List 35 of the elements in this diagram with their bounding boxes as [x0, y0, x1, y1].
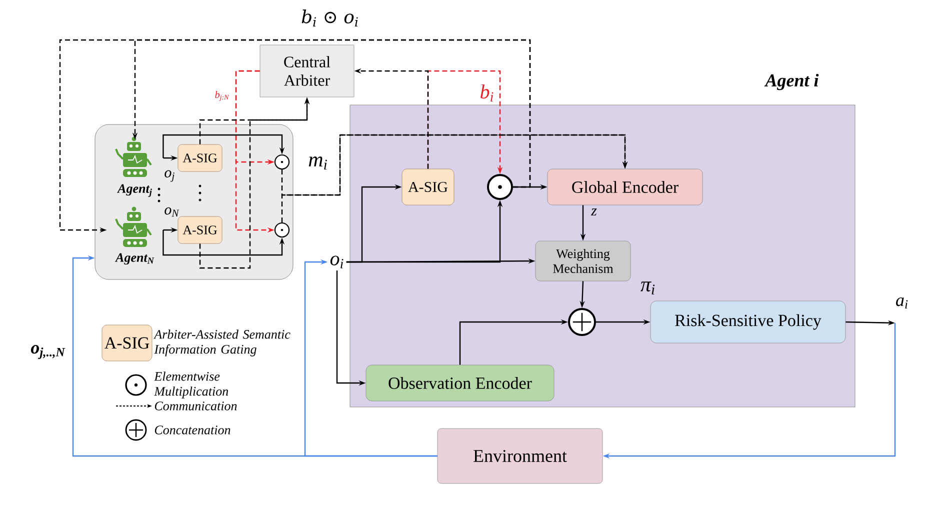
environment-box: Environment [437, 428, 603, 484]
arrow [281, 134, 628, 222]
arbiter-box: Central Arbiter [260, 44, 354, 98]
robot-agent: Agent$_{j}$ [115, 136, 152, 197]
legend-text: Arbiter-Assisted Semantic Information Gating [154, 330, 290, 356]
asig-box: A-SIG [178, 144, 222, 172]
node-label: Agent$_{j}$ [116, 184, 152, 197]
encoder-box: Observation Encoder [366, 364, 554, 402]
edge-label: m$_{i}$ [307, 156, 329, 170]
input-label: o$_{i}$ [330, 256, 344, 268]
symbol-label: o$_{N}$ [164, 207, 180, 217]
edge-label: z [590, 208, 598, 216]
node-label: Agent i [764, 74, 819, 90]
symbol-label: o$_{j,..,N}$ [30, 345, 66, 359]
multiply-symbol [274, 154, 290, 170]
edge-label: b$_{j:N}$ [214, 90, 230, 102]
node-label: Agent$_{N}$ [114, 253, 154, 265]
arrow [162, 134, 285, 158]
edge-label: b$_{i}$ ⊙ o$_{i}$ [300, 8, 360, 28]
edge-label: b$_{i}$ [478, 84, 496, 102]
legend-text: Communication [154, 402, 237, 410]
asig-box: A-SIG [178, 216, 222, 244]
asig-box: A-SIG [402, 168, 454, 206]
legend-text: Elementwise Multiplication [154, 372, 228, 398]
multiply-symbol [274, 222, 290, 238]
robot-agent: Agent$_{N}$ [114, 206, 154, 265]
policy-box: Risk-Sensitive Policy [650, 300, 846, 344]
symbol-label: π$_{i}$ [640, 282, 655, 294]
encoder-box: Global Encoder [547, 168, 703, 206]
arrow [281, 134, 628, 196]
symbol-label: o$_{j}$ [164, 170, 174, 182]
legend-text: Concatenation [154, 426, 230, 434]
edge-label: a$_{i}$ [894, 296, 910, 310]
arrow [304, 259, 438, 457]
weighting-box: Weighting Mechanism [535, 240, 631, 282]
